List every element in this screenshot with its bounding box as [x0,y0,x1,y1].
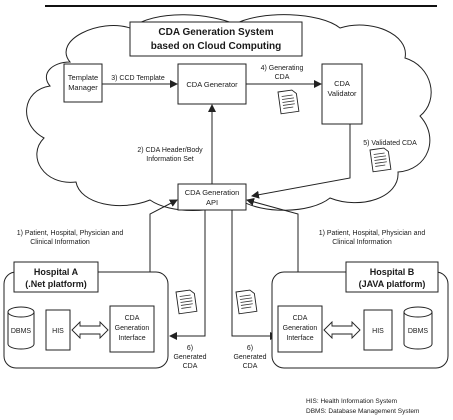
right-edge-label-1: 1) Patient, Hospital, Physician and [319,230,426,237]
hospital-b-title-box [345,261,439,293]
hospital-a-title-box [13,261,99,293]
cda-generator-label: CDA Generator [186,80,238,89]
template-manager-label-2: Manager [68,83,98,92]
hospital-a-interface-box [109,305,155,353]
header-body-label-2: Information Set [146,156,194,163]
generating-label-1: 4) Generating [261,65,304,72]
template-manager-label-1: Template [68,73,98,82]
cda-validator-label-2: Validator [327,89,357,98]
cda-validator-box [321,63,363,125]
api-label-2: API [206,198,218,207]
left-edge-label-1: 1) Patient, Hospital, Physician and [17,230,124,237]
generated-a-label-3: CDA [183,363,198,370]
header-body-label-1: 2) CDA Header/Body [137,147,203,154]
hospital-b-his-box [363,309,393,351]
hospital-b-interface-2: Generation [283,325,318,332]
hospital-b-interface-box [277,305,323,353]
hospital-a-his-box [45,309,71,351]
generated-cda-a-arrow [169,210,206,340]
right-edge-label-2: Clinical Information [332,239,392,246]
cda-validator-label-1: CDA [334,79,350,88]
hospital-b-title-1: Hospital B [370,267,415,277]
validated-cda-label: 5) Validated CDA [363,140,417,147]
title-line-1: CDA Generation System [158,27,273,38]
bidirectional-arrow-icon [323,320,361,340]
legend-dbms: DBMS: Database Management System [306,408,419,415]
title-box [129,21,303,57]
hospital-b-dbms-label: DBMS [408,328,429,335]
hospital-b-title-2: (JAVA platform) [359,279,426,289]
hospital-b-interface-3: Interface [286,335,313,342]
hospital-a-interface-2: Generation [115,325,150,332]
generated-b-label-1: 6) [247,345,253,352]
dbms-cylinder-icon [7,306,35,350]
dbms-cylinder-icon [403,306,433,350]
generated-a-label-2: Generated [173,354,206,361]
api-label-1: CDA Generation [185,188,240,197]
document-icon [369,147,392,173]
document-icon [277,89,300,115]
cda-generator-box [177,63,247,105]
bidirectional-arrow-icon [71,320,109,340]
template-manager-box [63,63,103,103]
document-icon [175,289,198,315]
generated-b-label-3: CDA [243,363,258,370]
legend-his: HIS: Health Information System [306,398,397,405]
hospital-a-interface-3: Interface [118,335,145,342]
ccd-template-label: 3) CCD Template [111,75,165,82]
title-line-2: based on Cloud Computing [151,41,282,52]
generated-a-label-1: 6) [187,345,193,352]
hospital-b-interface-1: CDA [293,315,308,322]
hospital-a-title-2: (.Net platform) [25,279,87,289]
cda-generation-api-box [177,183,247,211]
hospital-a-title-1: Hospital A [34,267,79,277]
hospital-b-his-label: HIS [372,328,384,335]
left-edge-label-2: Clinical Information [30,239,90,246]
generating-label-2: CDA [275,74,290,81]
validated-cda-arrow [251,124,351,199]
hospital-a-his-label: HIS [52,328,64,335]
hospital-a-dbms-label: DBMS [11,328,32,335]
document-icon [235,289,258,315]
hospital-a-interface-1: CDA [125,315,140,322]
generated-cda-b-arrow [231,210,278,340]
generated-b-label-2: Generated [233,354,266,361]
